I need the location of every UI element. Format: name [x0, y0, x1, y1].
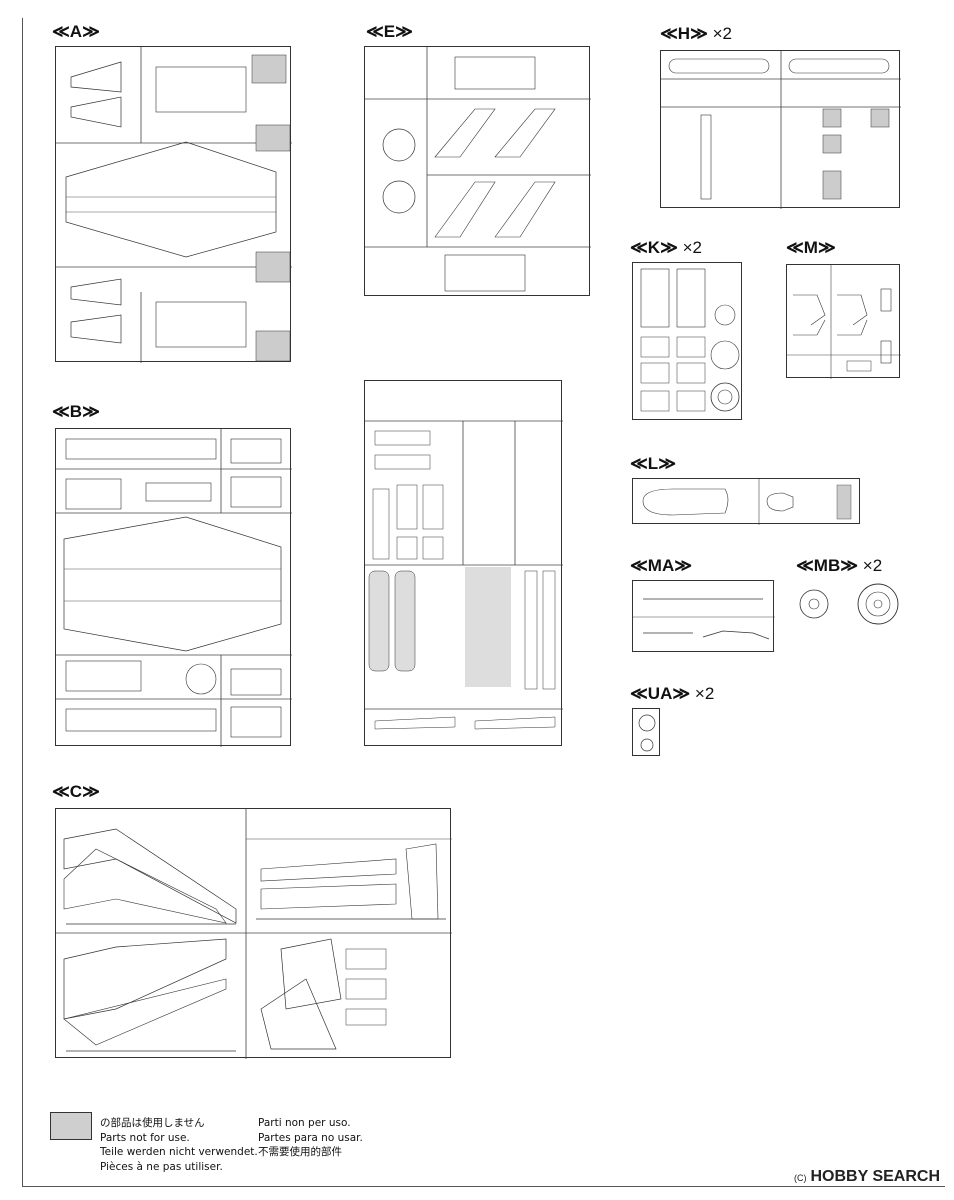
sprue-title-m: ≪M≫ — [786, 238, 836, 257]
legend-italian: Parti non per uso. — [258, 1117, 351, 1129]
sprue-title-e: ≪E≫ — [366, 22, 413, 41]
sprue-a — [55, 46, 292, 363]
page-frame — [22, 18, 945, 1187]
legend-left: の部品は使用しません Parts not for use. Teile werd… — [100, 1116, 258, 1174]
sprue-ma — [632, 580, 775, 652]
sprue-m — [786, 264, 901, 379]
sprue-title-b: ≪B≫ — [52, 402, 100, 421]
sprue-title-mb: ≪MB≫ ×2 — [796, 556, 883, 575]
sprue-g — [364, 380, 563, 746]
sprue-l — [632, 478, 860, 525]
legend-english: Parts not for use. — [100, 1131, 190, 1144]
sprue-title-a: ≪A≫ — [52, 22, 100, 41]
sprue-ua — [632, 708, 660, 756]
legend-french: Pièces à ne pas utiliser. — [100, 1160, 223, 1173]
sprue-title-ma: ≪MA≫ — [630, 556, 693, 575]
legend-spanish: Partes para no usar. — [258, 1131, 363, 1144]
sprue-b — [55, 428, 292, 747]
not-for-use-swatch — [50, 1112, 92, 1140]
sprue-mb — [796, 580, 902, 630]
sprue-title-h: ≪H≫ ×2 — [660, 24, 732, 43]
sprue-k — [632, 262, 742, 420]
watermark-logo: (C)HOBBY SEARCH — [794, 1168, 940, 1185]
sprue-title-l: ≪L≫ — [630, 454, 676, 473]
sprue-title-ua: ≪UA≫ ×2 — [630, 684, 715, 703]
legend-chinese: 不需要使用的部件 — [258, 1146, 342, 1158]
sprue-c — [55, 808, 452, 1059]
legend-right: Parti non per uso. Partes para no usar. … — [258, 1116, 363, 1160]
legend-japanese: の部品は使用しません — [100, 1117, 205, 1129]
sprue-h — [660, 50, 901, 209]
legend-german: Teile werden nicht verwendet. — [100, 1146, 258, 1158]
sprue-title-k: ≪K≫ ×2 — [630, 238, 702, 257]
sprue-title-c: ≪C≫ — [52, 782, 100, 801]
sprue-e — [364, 46, 591, 296]
blank-area — [568, 772, 918, 1092]
